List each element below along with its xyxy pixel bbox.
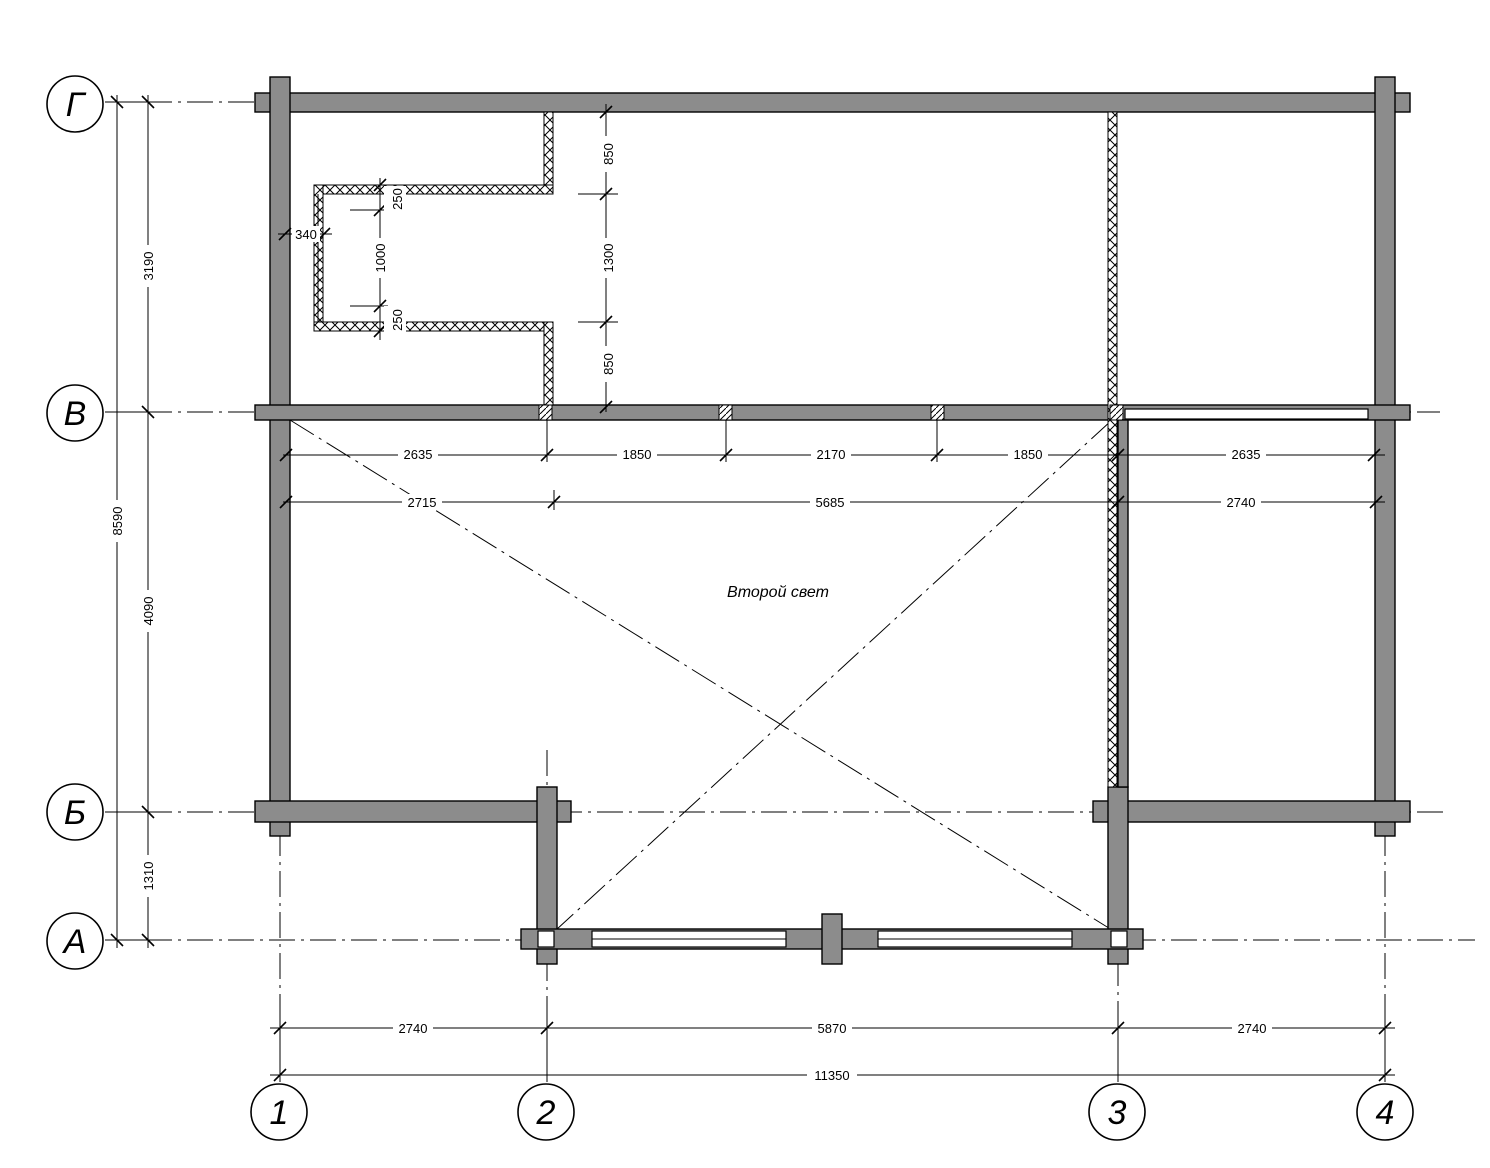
axis-bubble-row: Б xyxy=(46,783,104,841)
svg-text:А: А xyxy=(62,923,87,961)
dim-right-vertical: 850 xyxy=(601,143,616,165)
axis-bubble-row: А xyxy=(46,912,104,970)
dim-stair-vertical: 250 xyxy=(390,188,405,210)
stair-dimensions: 340 250 1000 250 850 1300 850 xyxy=(278,104,618,414)
second-light-diagonals xyxy=(289,419,1113,931)
axis-bubble-row: В xyxy=(46,384,104,442)
axis-bubble-row: Г xyxy=(46,75,104,133)
dim-row2: 2715 xyxy=(408,495,437,510)
axis-bubble-col: 2 xyxy=(517,1083,575,1141)
axis-bubble-col: 1 xyxy=(250,1083,308,1141)
svg-text:Б: Б xyxy=(64,794,86,832)
dim-bottom-part: 2740 xyxy=(399,1021,428,1036)
dim-bottom-part: 5870 xyxy=(818,1021,847,1036)
svg-text:Г: Г xyxy=(66,86,87,124)
svg-text:2: 2 xyxy=(536,1094,556,1132)
dim-row1: 1850 xyxy=(1014,447,1043,462)
dim-row1: 1850 xyxy=(623,447,652,462)
axis-bubble-col: 3 xyxy=(1088,1083,1146,1141)
dim-left-part: 3190 xyxy=(141,252,156,281)
partitions xyxy=(313,111,1124,788)
dim-row2: 5685 xyxy=(816,495,845,510)
bottom-dimensions: 2740 5870 2740 11350 xyxy=(270,1020,1395,1083)
left-dimensions: 8590 3190 4090 1310 xyxy=(104,95,162,948)
dim-row1: 2635 xyxy=(404,447,433,462)
dim-right-vertical: 1300 xyxy=(601,244,616,273)
dim-row1: 2635 xyxy=(1232,447,1261,462)
axis-bubble-col: 4 xyxy=(1356,1083,1414,1141)
dim-bottom-overall: 11350 xyxy=(814,1068,849,1083)
dim-left-part: 4090 xyxy=(141,597,156,626)
column-axis-bubbles: 1 2 3 4 xyxy=(250,1083,1414,1141)
dim-stair-width: 340 xyxy=(295,227,317,242)
dim-row2: 2740 xyxy=(1227,495,1256,510)
svg-text:3: 3 xyxy=(1108,1094,1127,1132)
internal-dimensions: 2635 1850 2170 1850 2635 2715 5685 2740 xyxy=(279,420,1385,510)
dim-bottom-part: 2740 xyxy=(1238,1021,1267,1036)
dim-stair-vertical: 1000 xyxy=(373,244,388,273)
dim-right-vertical: 850 xyxy=(601,353,616,375)
dim-stair-vertical: 250 xyxy=(390,309,405,331)
svg-text:1: 1 xyxy=(270,1094,289,1132)
room-label: Второй свет xyxy=(727,584,829,601)
svg-text:В: В xyxy=(64,395,87,433)
dim-row1: 2170 xyxy=(817,447,846,462)
dim-left-part: 1310 xyxy=(141,862,156,891)
walls xyxy=(254,76,1411,965)
svg-text:4: 4 xyxy=(1376,1094,1395,1132)
dim-left-overall: 8590 xyxy=(110,507,125,536)
row-axis-bubbles: Г В Б А xyxy=(46,75,104,970)
